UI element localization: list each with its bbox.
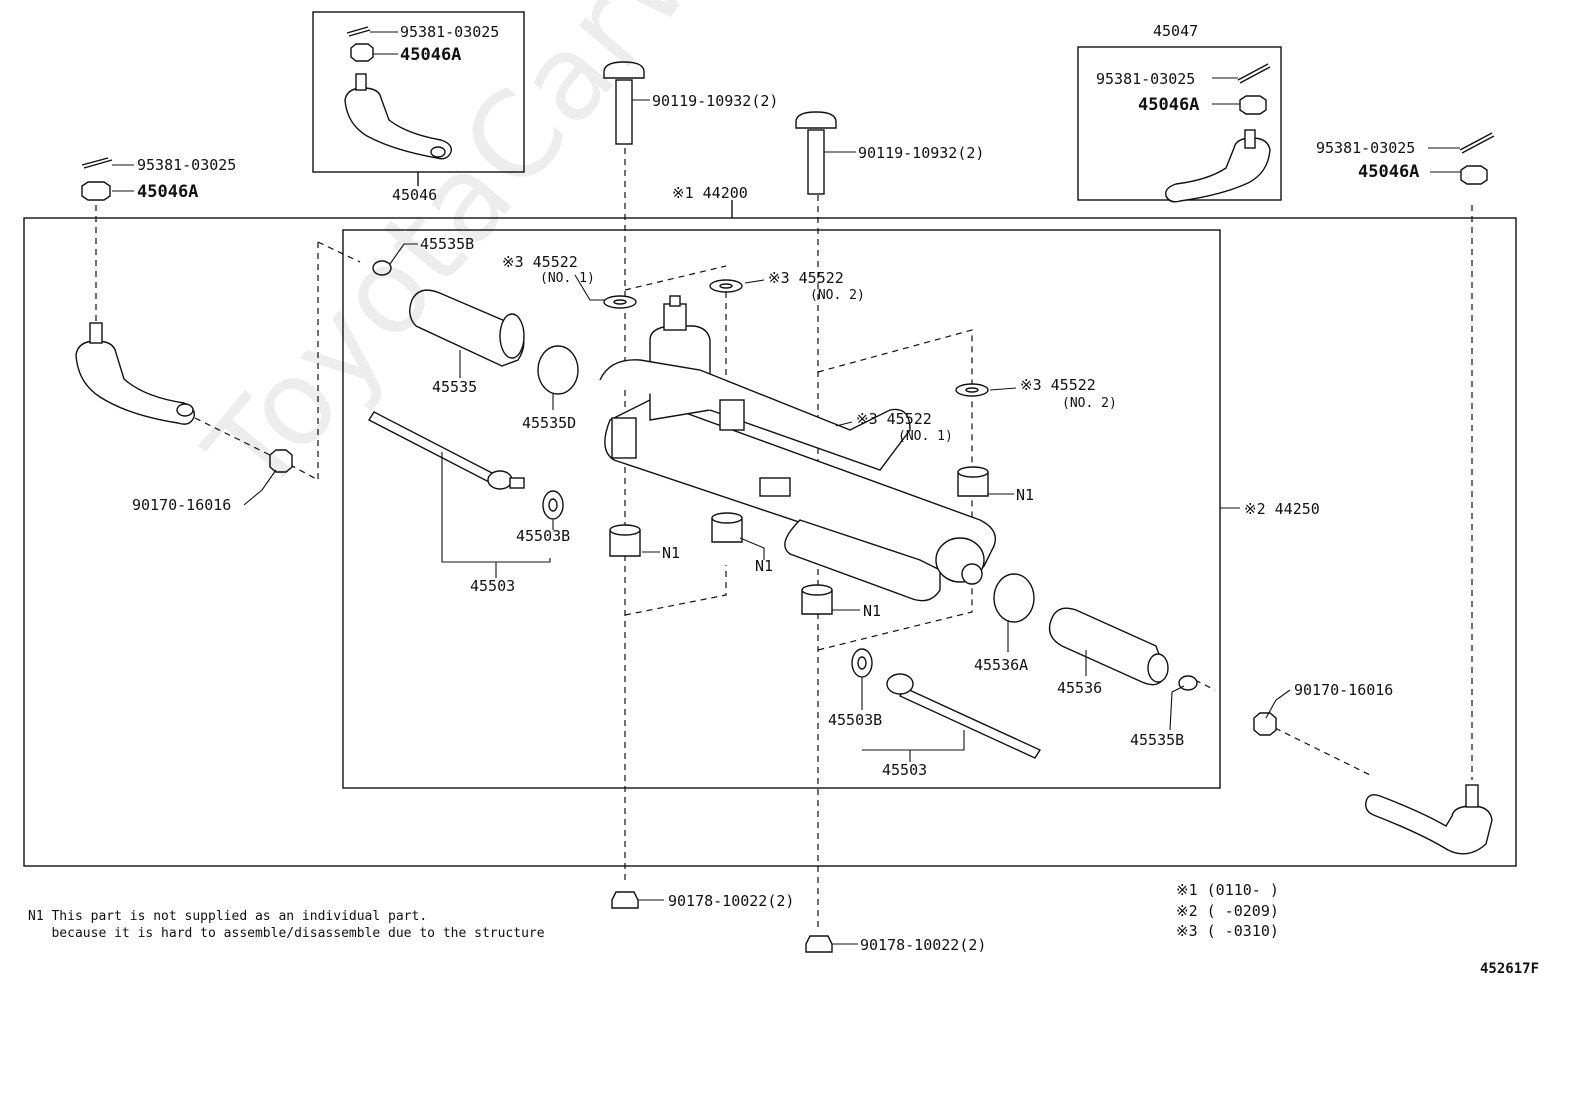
- label-95381-box2: 95381-03025: [1096, 70, 1196, 88]
- inner-tie-rod-icon: [368, 411, 1042, 759]
- legend-row-1: ※1 (0110- ): [1176, 881, 1279, 899]
- label-90178-a: 90178-10022(2): [668, 892, 795, 910]
- label-95381-left: 95381-03025: [137, 156, 237, 174]
- label-90119-b: 90119-10932(2): [858, 144, 985, 162]
- label-44200: ※1 44200: [672, 184, 748, 202]
- label-45522-no2-a: ※3 45522: [768, 269, 844, 287]
- label-45503B-a: 45503B: [516, 527, 571, 545]
- footnote-line-2: because it is hard to assemble/disassemb…: [28, 926, 545, 941]
- label-45522-no2-a-sub: (NO. 2): [810, 288, 865, 303]
- steering-gear-housing-icon: [599, 295, 997, 602]
- label-n1-a: N1: [662, 544, 681, 562]
- boot-clamp-icon: [372, 260, 1198, 691]
- tie-rod-end-icon: [75, 73, 1493, 855]
- boot-icon: [409, 289, 1169, 686]
- label-n1-d: N1: [1016, 486, 1035, 504]
- label-45046: 45046: [392, 186, 438, 204]
- label-45536: 45536: [1057, 679, 1103, 697]
- legend-row-3: ※3 ( -0310): [1176, 922, 1279, 940]
- label-45503-b: 45503: [882, 761, 928, 779]
- outer-assembly-frame: [23, 217, 1517, 867]
- label-45522-no1-a-sub: (NO. 1): [540, 271, 595, 286]
- label-n1-c: N1: [863, 602, 882, 620]
- label-45522-no2-b-sub: (NO. 2): [1062, 396, 1117, 411]
- bolt-icon: [603, 61, 837, 195]
- legend-row-2: ※2 ( -0209): [1176, 902, 1279, 920]
- inner-assembly-frame: [342, 229, 1221, 789]
- diagram-id: 452617F: [1480, 961, 1540, 977]
- label-45522-no1-b: ※3 45522: [856, 410, 932, 428]
- label-45522-no2-b: ※3 45522: [1020, 376, 1096, 394]
- label-45535B-b: 45535B: [1130, 731, 1185, 749]
- hex-nut-icon: [269, 449, 1277, 736]
- label-90170-a: 90170-16016: [132, 496, 232, 514]
- label-45522-no1-b-sub: (NO. 1): [898, 429, 953, 444]
- cotter-pin-icon: [81, 26, 1495, 169]
- label-45046A-left: 45046A: [137, 182, 199, 202]
- label-45046A-box2: 45046A: [1138, 95, 1200, 115]
- label-45535D: 45535D: [522, 414, 577, 432]
- label-45047: 45047: [1153, 22, 1199, 40]
- label-90170-b: 90170-16016: [1294, 681, 1394, 699]
- label-45535: 45535: [432, 378, 478, 396]
- mount-bushing-icon: [609, 466, 989, 615]
- label-45522-no1-a: ※3 45522: [502, 253, 578, 271]
- label-45046A-box: 45046A: [400, 45, 462, 65]
- bushing-icon: [542, 490, 873, 678]
- label-44250: ※2 44250: [1244, 500, 1320, 518]
- label-95381-box: 95381-03025: [400, 23, 500, 41]
- label-90178-b: 90178-10022(2): [860, 936, 987, 954]
- castle-nut-icon: [81, 43, 1488, 201]
- label-45046A-right: 45046A: [1358, 162, 1420, 182]
- label-45535B-a: 45535B: [420, 235, 475, 253]
- label-45536A: 45536A: [974, 656, 1029, 674]
- footnote-line-1: N1 This part is not supplied as an indiv…: [28, 909, 428, 924]
- label-45503B-b: 45503B: [828, 711, 883, 729]
- label-n1-b: N1: [755, 557, 774, 575]
- dashed-guides: [95, 148, 1473, 930]
- leader-lines: [112, 31, 1461, 945]
- label-45503-a: 45503: [470, 577, 516, 595]
- label-90119-a: 90119-10932(2): [652, 92, 779, 110]
- label-95381-right: 95381-03025: [1316, 139, 1416, 157]
